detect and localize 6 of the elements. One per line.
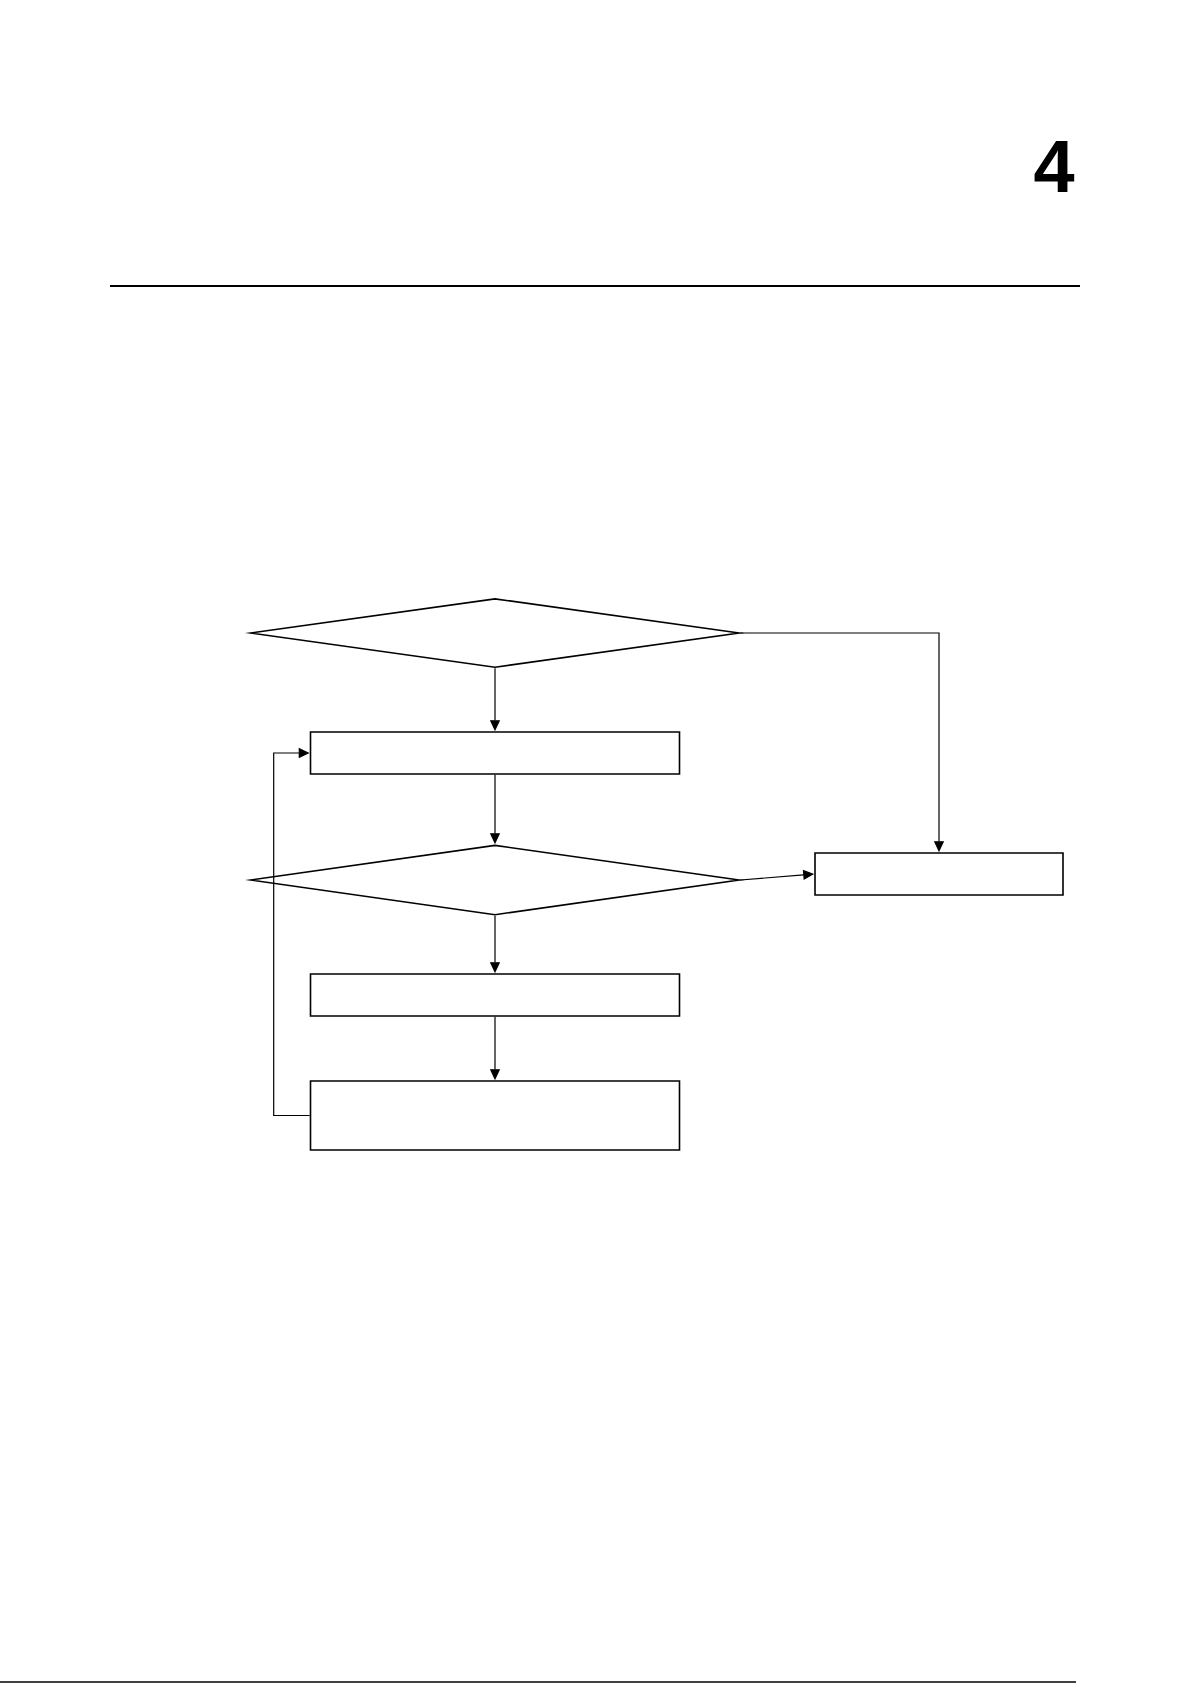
arrow [273,747,311,1117]
chapter-number: 4 [1034,141,1075,192]
process-box [814,852,1064,896]
process-box [309,1080,681,1151]
process-box [309,973,681,1017]
process-box [309,731,681,775]
